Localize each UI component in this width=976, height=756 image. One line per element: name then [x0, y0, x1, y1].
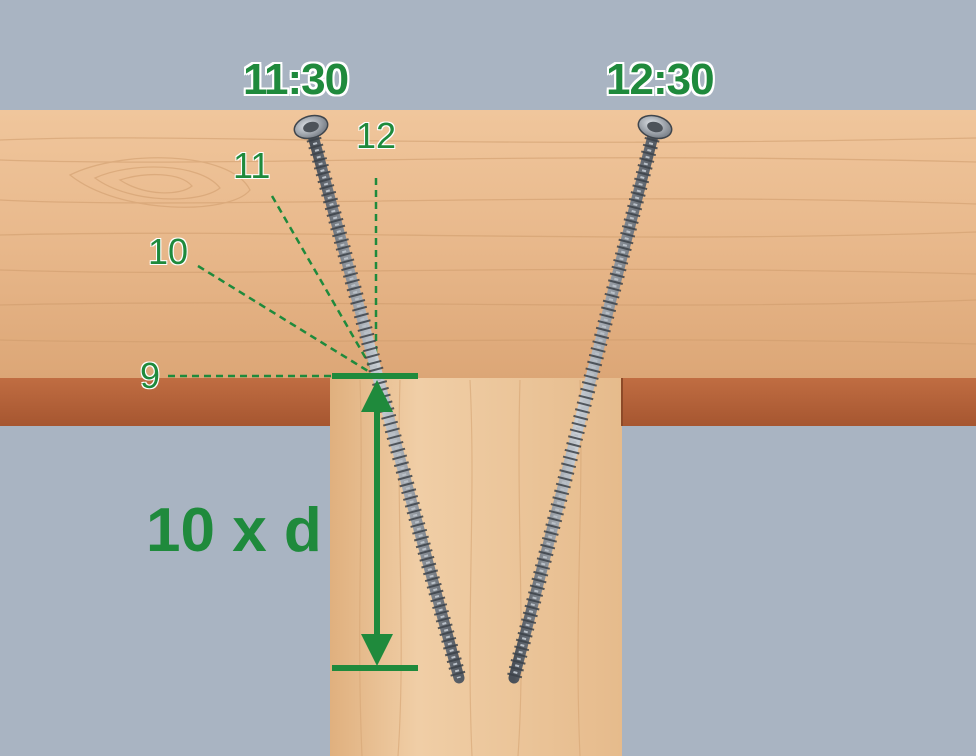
beam	[0, 110, 976, 426]
angle-guide-11	[270, 195, 378, 377]
distance-label: 10 x d	[146, 496, 322, 565]
angle-label-10: 10	[148, 231, 189, 272]
beam-wood-grain	[0, 137, 976, 345]
angle-label-9: 9	[140, 355, 161, 396]
angle-label-12: 12	[356, 115, 397, 156]
left-screw-angle-label: 11:30	[243, 55, 349, 104]
double-arrow-icon	[332, 373, 418, 671]
angle-guide-10	[197, 264, 377, 378]
screw-icon	[506, 114, 673, 684]
right-screw-angle-label: 12:30	[606, 55, 715, 104]
angle-label-11: 11	[233, 145, 271, 186]
